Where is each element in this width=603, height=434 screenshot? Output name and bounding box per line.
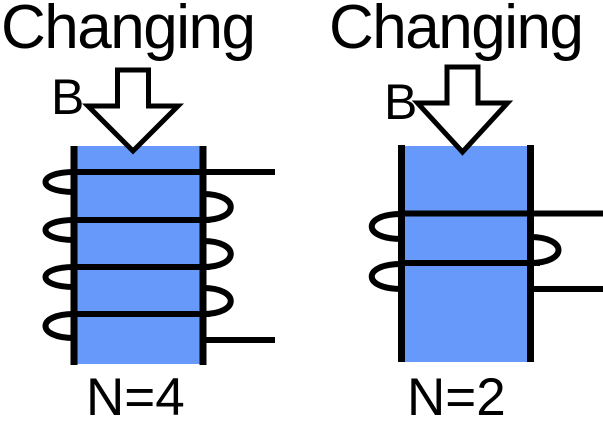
right-down-arrow-icon: [411, 64, 514, 156]
left-b-symbol: B: [51, 69, 85, 125]
right-core-edges: [398, 145, 534, 362]
right-b-symbol: B: [384, 74, 418, 130]
right-core: [405, 146, 527, 362]
right-coil-right-loop: [529, 234, 562, 266]
right-coil-front-wires: [398, 210, 603, 292]
left-changing-label: Changing: [1, 0, 256, 62]
right-changing-label: Changing: [329, 0, 584, 62]
left-down-arrow-icon: [81, 67, 185, 155]
right-coil-left-loops: [368, 211, 402, 292]
left-coil-left-loops: [42, 169, 75, 341]
right-coil: [368, 145, 603, 362]
left-turns-label: N=4: [86, 368, 185, 427]
right-turns-label: N=2: [407, 368, 506, 427]
left-core-edges: [70, 146, 207, 365]
left-coil-right-loops: [202, 191, 234, 317]
left-coil-front-wires: [74, 169, 275, 343]
left-core: [77, 146, 203, 364]
left-coil: [42, 146, 275, 365]
